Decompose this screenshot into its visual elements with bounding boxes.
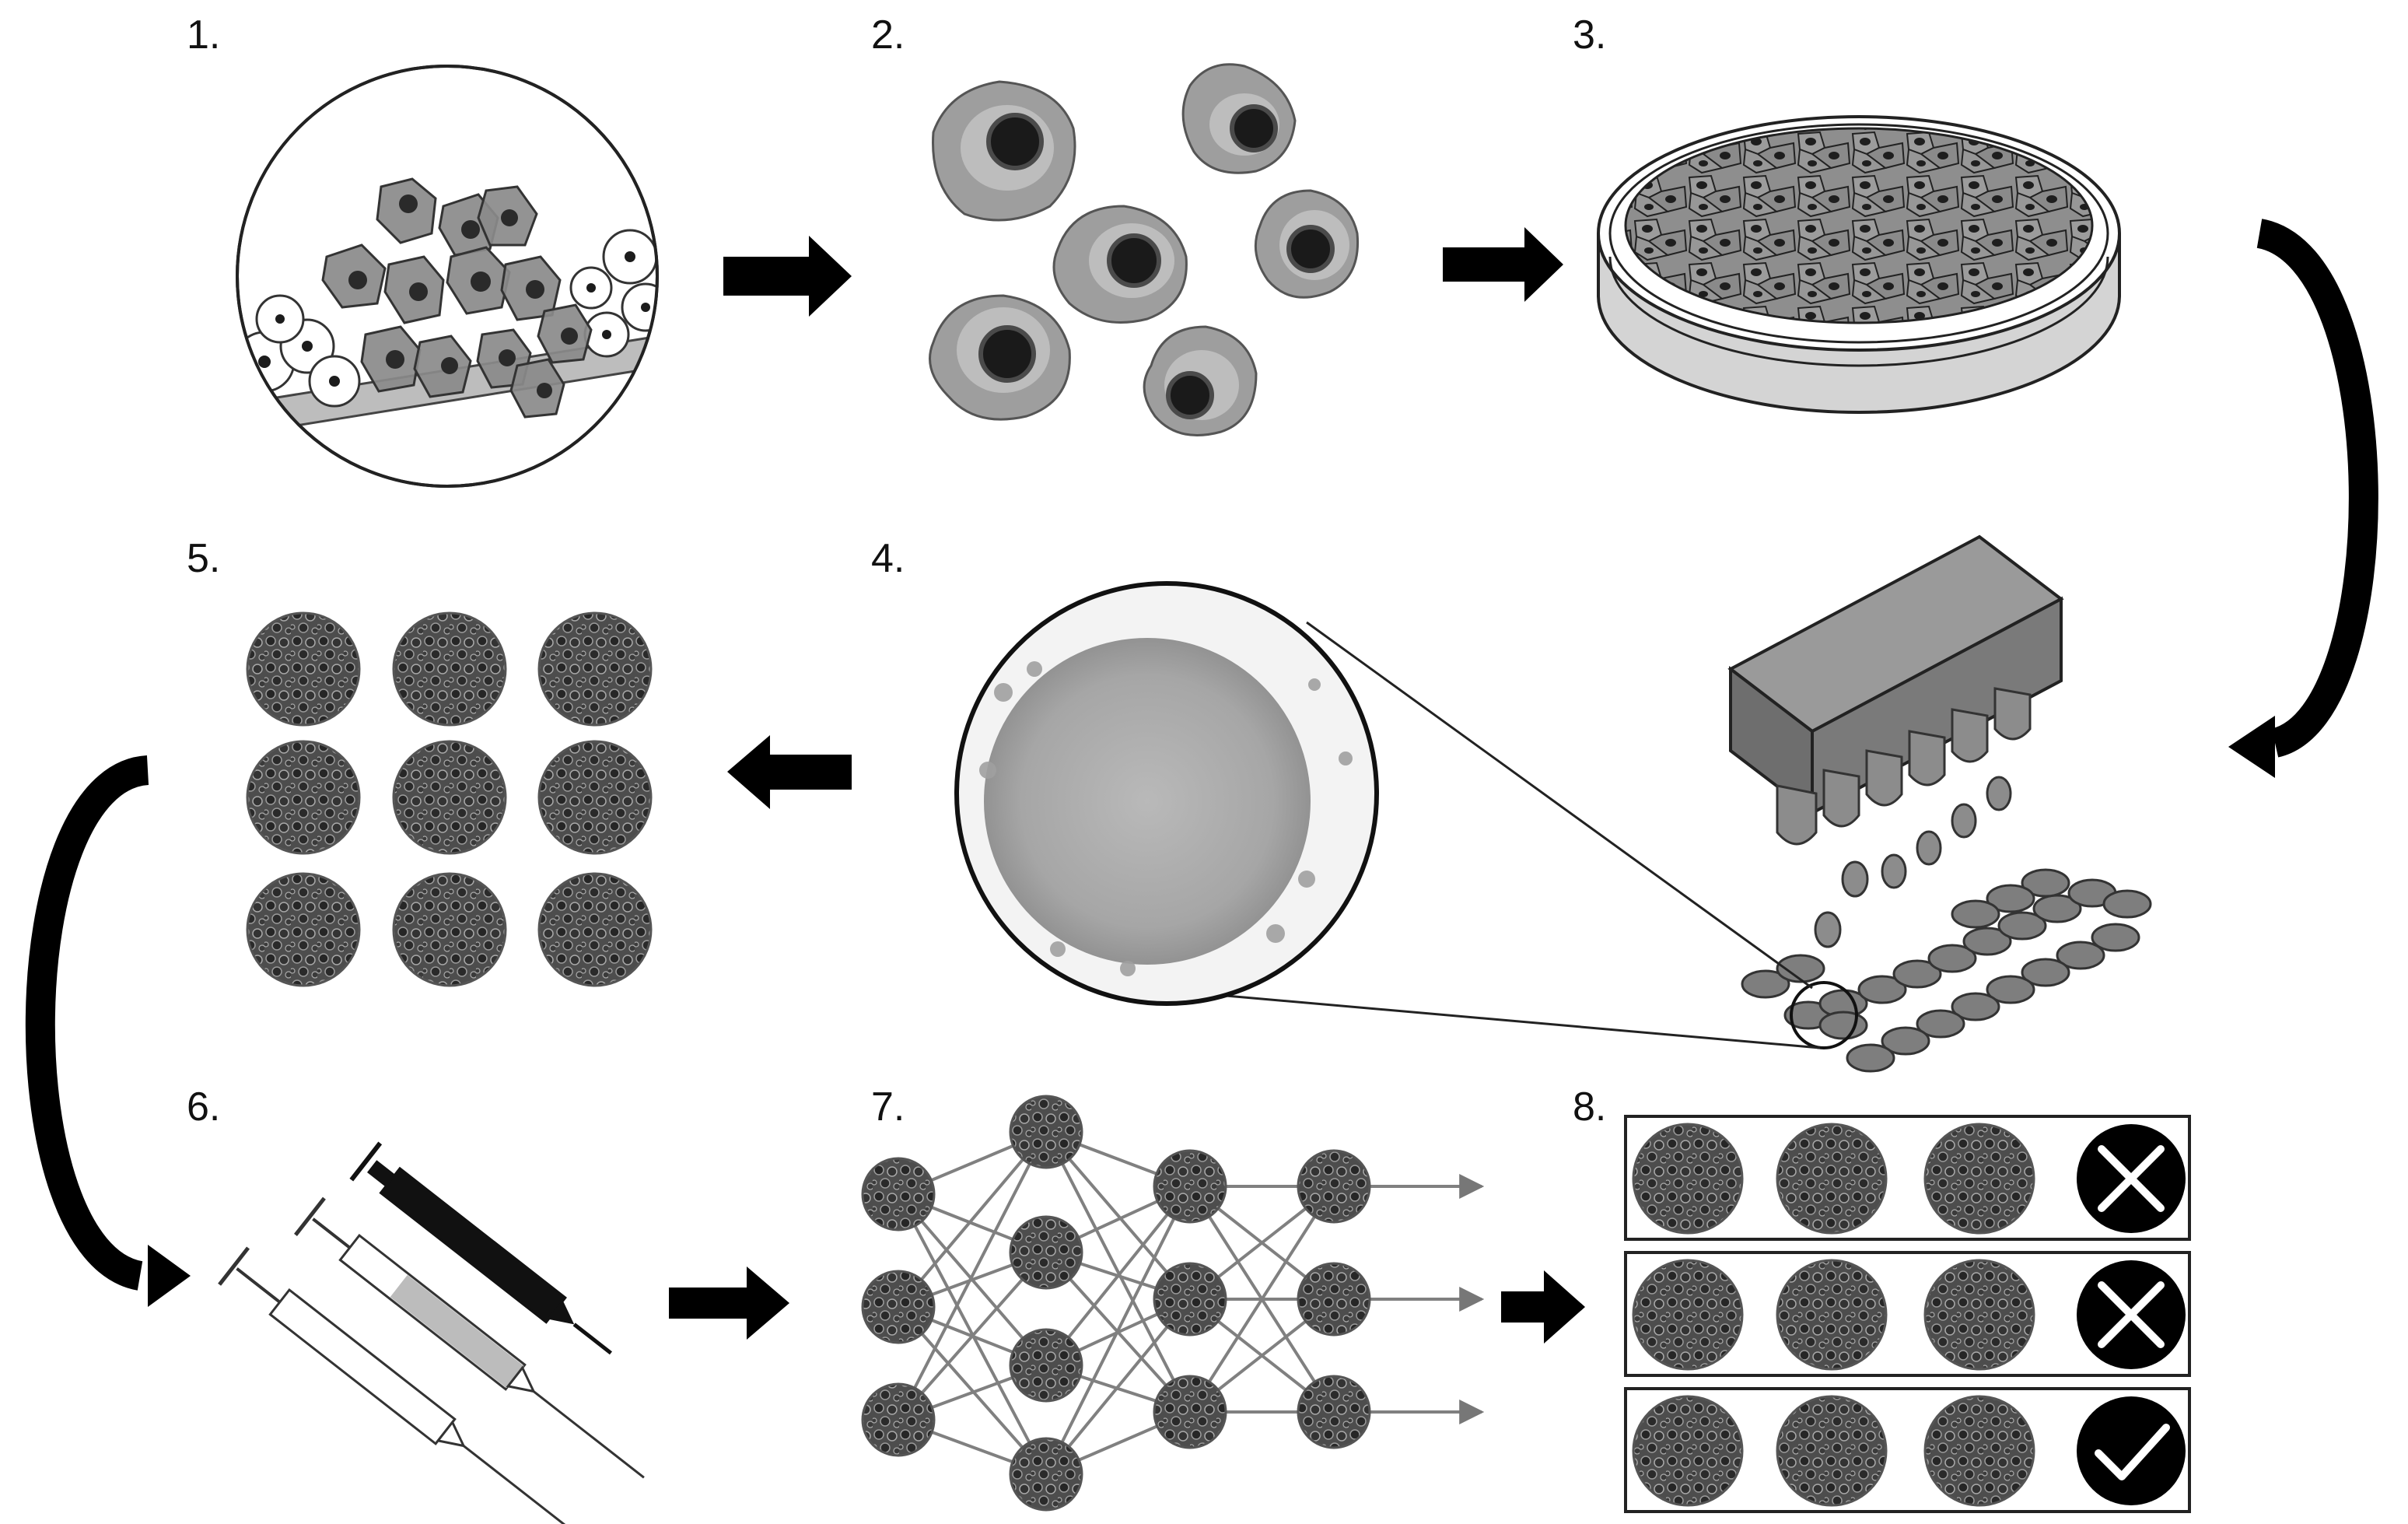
magnified-spheroid-icon <box>954 581 1379 1006</box>
curved-arrow-5-to-6 <box>25 755 191 1307</box>
isolated-cells-icon <box>929 63 1360 436</box>
step-1-label: 1. <box>187 12 220 58</box>
step-5-label: 5. <box>187 536 220 581</box>
spheroid-array-icon <box>246 611 653 987</box>
classification-results <box>1624 1115 2191 1513</box>
neural-network-icon <box>861 1095 1485 1512</box>
step-4-label: 4. <box>871 536 905 581</box>
curved-arrow-3-to-4 <box>2228 219 2378 778</box>
result-row <box>1624 1251 2191 1377</box>
step-2-label: 2. <box>871 12 905 58</box>
result-row <box>1624 1387 2191 1513</box>
step-6-label: 6. <box>187 1084 220 1130</box>
arrow-4-to-5 <box>727 735 852 809</box>
tissue-biopsy-icon <box>236 65 659 488</box>
petri-dish-icon <box>1597 115 2121 414</box>
step-7-label: 7. <box>871 1084 905 1130</box>
step-8-label: 8. <box>1573 1084 1606 1130</box>
result-row <box>1624 1115 2191 1241</box>
syringes-icon <box>218 1141 645 1524</box>
check-mark-icon <box>2077 1396 2186 1505</box>
arrow-2-to-3 <box>1443 227 1563 302</box>
arrow-7-to-8 <box>1501 1270 1585 1344</box>
step-3-label: 3. <box>1573 12 1606 58</box>
bioprinter-icon <box>1181 534 2152 1073</box>
arrow-6-to-7 <box>669 1266 789 1340</box>
arrow-1-to-2 <box>723 236 852 317</box>
